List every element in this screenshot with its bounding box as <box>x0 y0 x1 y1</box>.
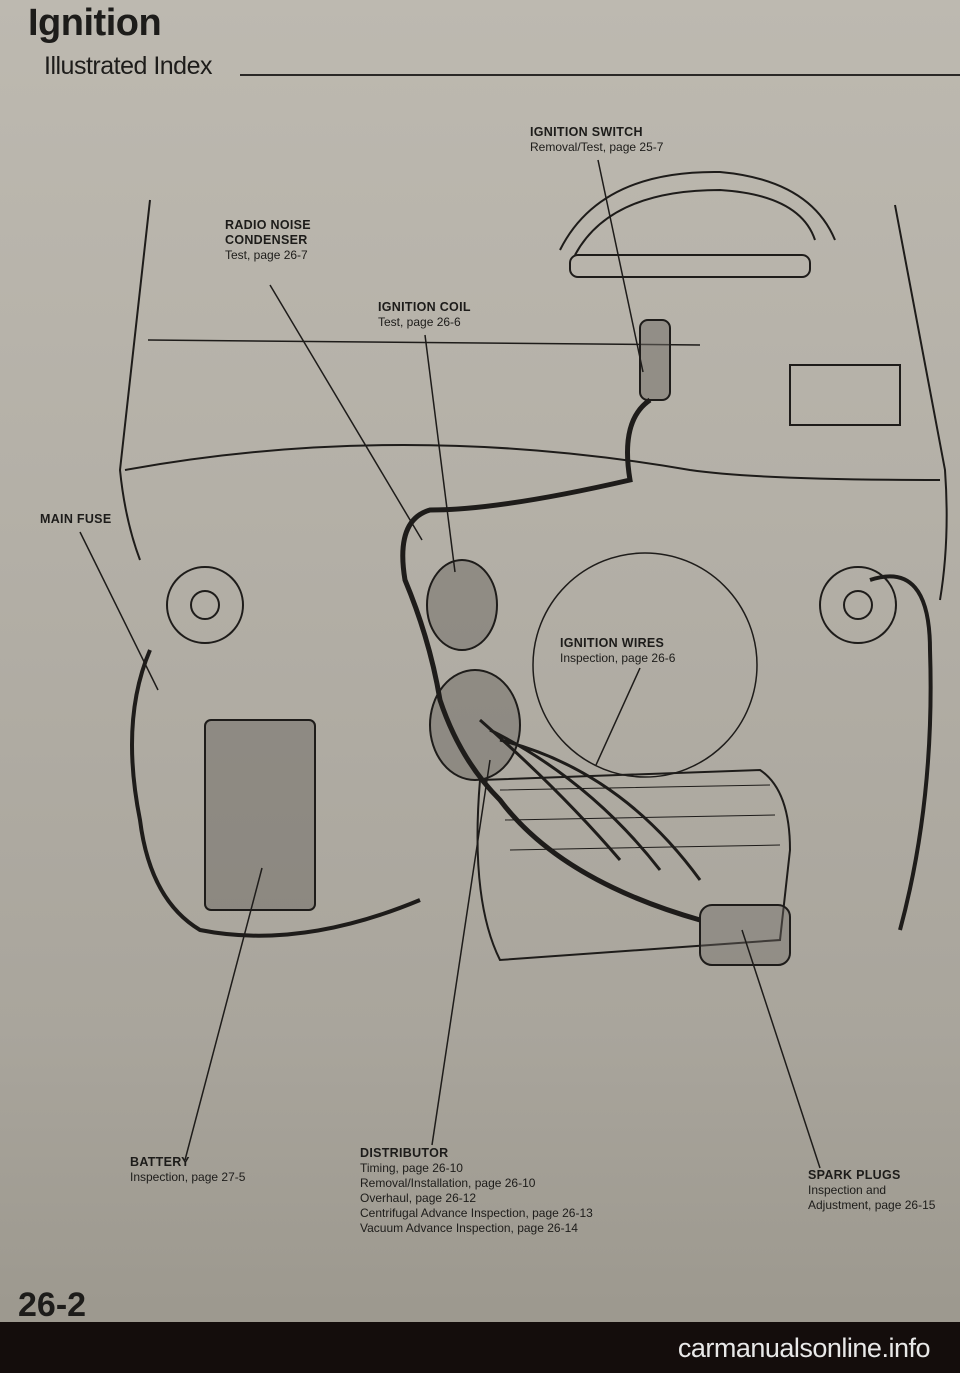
label-ref: Vacuum Advance Inspection, page 26-14 <box>360 1221 578 1235</box>
ignition-wire-set <box>479 718 702 881</box>
coil-shape <box>426 559 498 651</box>
air-cleaner <box>532 552 758 778</box>
steering-column <box>569 254 811 278</box>
label-ignition-wires: IGNITION WIRES Inspection, page 26-6 <box>560 636 675 666</box>
firewall-line <box>124 444 941 481</box>
label-spark-plugs: SPARK PLUGS Inspection and Adjustment, p… <box>808 1168 935 1213</box>
cowl-line <box>147 339 701 346</box>
ignition-switch-shape <box>639 319 671 401</box>
distributor-shape <box>429 669 521 781</box>
title-rule <box>240 74 960 76</box>
label-ref: Test, page 26-6 <box>378 315 461 329</box>
label-ignition-coil: IGNITION COIL Test, page 26-6 <box>378 300 471 330</box>
label-battery: BATTERY Inspection, page 27-5 <box>130 1155 245 1185</box>
label-name: BATTERY <box>130 1155 190 1169</box>
label-radio-noise-condenser: RADIO NOISE CONDENSER Test, page 26-7 <box>225 218 311 263</box>
leader-lines <box>79 159 821 1169</box>
label-name: RADIO NOISE <box>225 218 311 232</box>
label-ref: Timing, page 26-10 <box>360 1161 463 1175</box>
strut-tower-left <box>166 566 244 644</box>
label-name: IGNITION WIRES <box>560 636 665 650</box>
label-ref: Inspection, page 26-6 <box>560 651 676 665</box>
label-ref: Inspection and <box>808 1183 887 1197</box>
fender-right-outline <box>894 204 948 601</box>
label-ref: Removal/Test, page 25-7 <box>530 140 664 154</box>
label-ref: Adjustment, page 26-15 <box>808 1198 936 1212</box>
strut-tower-right <box>819 566 897 644</box>
steering-wheel <box>559 170 836 251</box>
label-name: CONDENSER <box>225 233 308 247</box>
label-ref: Overhaul, page 26-12 <box>360 1191 477 1205</box>
label-name: IGNITION COIL <box>378 300 471 314</box>
label-name: DISTRIBUTOR <box>360 1146 449 1160</box>
label-name: MAIN FUSE <box>40 512 112 526</box>
fender-left-outline <box>118 199 151 561</box>
label-name: SPARK PLUGS <box>808 1168 901 1182</box>
page-title: Ignition <box>28 2 162 44</box>
page-number: 26-2 <box>18 1286 87 1324</box>
label-ref: Inspection, page 27-5 <box>130 1170 246 1184</box>
label-ignition-switch: IGNITION SWITCH Removal/Test, page 25-7 <box>530 125 663 155</box>
fuse-box-shape <box>789 364 901 426</box>
label-distributor: DISTRIBUTOR Timing, page 26-10 Removal/I… <box>360 1146 593 1236</box>
label-name: IGNITION SWITCH <box>530 125 643 139</box>
alternator-shape <box>699 904 791 966</box>
section-subtitle: Illustrated Index <box>44 52 213 80</box>
label-main-fuse: MAIN FUSE <box>40 512 111 527</box>
label-ref: Centrifugal Advance Inspection, page 26-… <box>360 1206 593 1220</box>
bottom-dark-band <box>0 1322 960 1373</box>
wiring-harness <box>400 397 701 923</box>
battery-shape <box>204 719 316 911</box>
label-ref: Test, page 26-7 <box>225 248 308 262</box>
watermark: carmanualsonline.info <box>677 1333 931 1363</box>
label-ref: Removal/Installation, page 26-10 <box>360 1176 536 1190</box>
